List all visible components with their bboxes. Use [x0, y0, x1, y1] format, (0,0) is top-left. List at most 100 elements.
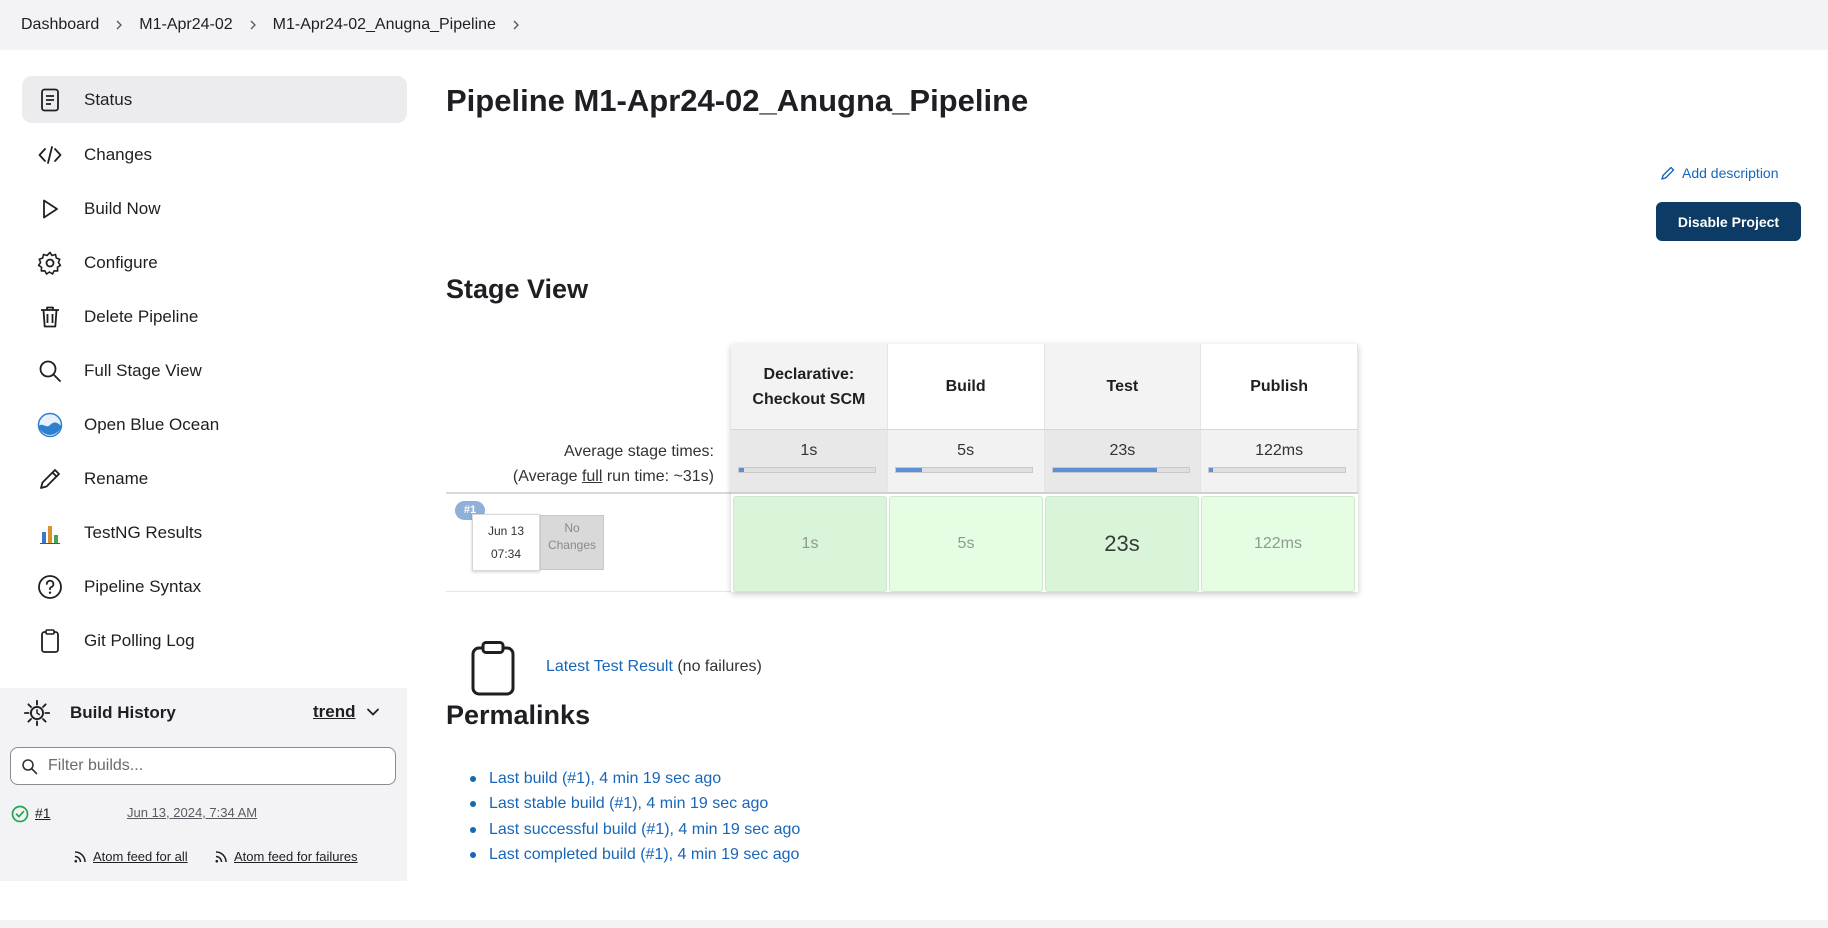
permalink-last-completed-build[interactable]: Last completed build (#1), 4 min 19 sec …: [470, 843, 800, 869]
sidebar-item-label: Configure: [84, 252, 158, 272]
sidebar-item-full-stage-view[interactable]: Full Stage View: [22, 347, 407, 394]
bullet: [470, 801, 476, 808]
no-changes-card: No Changes: [540, 515, 604, 570]
avg-label-pre: (Average: [512, 468, 582, 485]
sidebar-item-label: Full Stage View: [84, 360, 202, 380]
filter-builds-container: [0, 737, 407, 795]
breadcrumb-item-folder[interactable]: M1-Apr24-02: [139, 12, 232, 38]
chevron-right-icon[interactable]: [233, 19, 273, 31]
build-history-row[interactable]: #1 Jun 13, 2024, 7:34 AM: [0, 795, 407, 831]
stage-avg-progress: [1051, 467, 1190, 473]
latest-test-result-link[interactable]: Latest Test Result: [546, 658, 673, 675]
pencil-icon: [1661, 166, 1675, 180]
build-date-link[interactable]: Jun 13, 2024, 7:34 AM: [127, 805, 258, 820]
help-circle-icon: [36, 573, 64, 601]
page-title: Pipeline M1-Apr24-02_Anugna_Pipeline: [446, 83, 1029, 118]
sidebar-item-label: Changes: [84, 144, 153, 164]
atom-feed-failures-link[interactable]: Atom feed for failures: [214, 849, 358, 864]
permalinks-list: Last build (#1), 4 min 19 sec ago Last s…: [470, 766, 800, 868]
permalink-label[interactable]: Last build (#1), 4 min 19 sec ago: [489, 769, 722, 787]
bullet: [470, 852, 476, 859]
sidebar-item-rename[interactable]: Rename: [22, 455, 407, 502]
sidebar-item-delete-pipeline[interactable]: Delete Pipeline: [22, 293, 407, 340]
permalink-last-stable-build[interactable]: Last stable build (#1), 4 min 19 sec ago: [470, 792, 800, 818]
atom-feed-failures-label[interactable]: Atom feed for failures: [234, 849, 358, 864]
stage-cell-build[interactable]: 5s: [889, 496, 1043, 592]
avg-full-run-link[interactable]: full: [581, 468, 603, 485]
build-date-card[interactable]: Jun 13 07:34: [472, 514, 540, 571]
build-row-header: [446, 492, 731, 592]
stage-cell-checkout[interactable]: 1s: [733, 496, 887, 592]
stage-cell-publish[interactable]: 122ms: [1201, 496, 1355, 592]
stage-avg-progress-fill: [1052, 468, 1158, 472]
success-check-icon: [11, 805, 29, 823]
breadcrumb: Dashboard M1-Apr24-02 M1-Apr24-02_Anugna…: [0, 0, 1828, 50]
build-history-header: Build History trend: [0, 688, 407, 737]
breadcrumb-item-dashboard[interactable]: Dashboard: [21, 12, 99, 38]
play-icon: [36, 195, 64, 223]
stage-avg-value: 5s: [957, 442, 975, 459]
atom-feed-all-link[interactable]: Atom feed for all: [73, 849, 188, 864]
stage-avg-test: 23s: [1044, 430, 1202, 492]
chevron-right-icon[interactable]: [99, 19, 139, 31]
code-icon: [36, 141, 64, 169]
sidebar-item-label: Open Blue Ocean: [84, 414, 220, 434]
sidebar-item-label: Git Polling Log: [84, 630, 195, 650]
stage-avg-value: 1s: [800, 442, 818, 459]
chevron-right-icon[interactable]: [496, 19, 536, 31]
bullet: [470, 775, 476, 782]
sidebar-item-testng-results[interactable]: TestNG Results: [22, 509, 407, 556]
test-result-note: (no failures): [677, 658, 762, 675]
stage-avg-progress-fill: [1209, 468, 1214, 472]
status-icon: [36, 86, 64, 114]
chevron-down-icon[interactable]: [365, 704, 381, 720]
sidebar-item-configure[interactable]: Configure: [22, 239, 407, 286]
stage-avg-build: 5s: [887, 430, 1045, 492]
stage-avg-progress: [894, 467, 1033, 473]
stage-header-test: Test: [1044, 344, 1202, 429]
add-description-link[interactable]: Add description: [1660, 165, 1779, 181]
permalink-label[interactable]: Last successful build (#1), 4 min 19 sec…: [489, 820, 801, 838]
permalink-label[interactable]: Last completed build (#1), 4 min 19 sec …: [489, 846, 800, 864]
stage-avg-progress: [1208, 467, 1347, 473]
filter-builds-input[interactable]: [46, 756, 376, 776]
avg-label-post: run time: ~31s): [602, 468, 714, 485]
sidebar-item-label: Delete Pipeline: [84, 306, 199, 326]
gear-icon: [36, 249, 64, 277]
build-number-link[interactable]: #1: [35, 805, 51, 821]
breadcrumb-label[interactable]: Dashboard: [21, 16, 100, 33]
build-history-icon: [22, 698, 52, 728]
trend-link[interactable]: trend: [313, 702, 356, 721]
stage-cell-test[interactable]: 23s: [1045, 496, 1199, 592]
clipboard-icon: [36, 627, 64, 655]
footer-bar: [0, 920, 1828, 928]
stage-avg-checkout: 1s: [731, 430, 888, 492]
breadcrumb-label[interactable]: M1-Apr24-02: [139, 16, 233, 33]
permalink-label[interactable]: Last stable build (#1), 4 min 19 sec ago: [489, 795, 769, 813]
filter-builds-box[interactable]: [10, 747, 396, 785]
add-description-label[interactable]: Add description: [1682, 165, 1779, 181]
sidebar-item-label: TestNG Results: [84, 522, 203, 542]
sidebar-item-label: Status: [84, 89, 133, 109]
search-icon: [36, 357, 64, 385]
breadcrumb-item-pipeline[interactable]: M1-Apr24-02_Anugna_Pipeline: [273, 12, 496, 38]
latest-test-result: Latest Test Result (no failures): [546, 658, 762, 676]
permalinks-title: Permalinks: [446, 700, 591, 730]
sidebar-item-status[interactable]: Status: [22, 76, 407, 123]
permalink-last-build[interactable]: Last build (#1), 4 min 19 sec ago: [470, 766, 800, 792]
sidebar-item-pipeline-syntax[interactable]: Pipeline Syntax: [22, 563, 407, 610]
disable-project-button[interactable]: Disable Project: [1656, 202, 1801, 241]
sidebar-item-label: Build Now: [84, 198, 161, 218]
build-card-time: 07:34: [490, 547, 522, 561]
stage-avg-value: 122ms: [1255, 442, 1304, 459]
stage-avg-progress: [738, 467, 876, 473]
stage-header-publish: Publish: [1201, 344, 1358, 429]
permalink-last-successful-build[interactable]: Last successful build (#1), 4 min 19 sec…: [470, 817, 800, 843]
sidebar-item-changes[interactable]: Changes: [22, 131, 407, 178]
breadcrumb-label[interactable]: M1-Apr24-02_Anugna_Pipeline: [272, 16, 496, 33]
sidebar-item-build-now[interactable]: Build Now: [22, 185, 407, 232]
sidebar-item-git-polling-log[interactable]: Git Polling Log: [22, 617, 407, 664]
stage-header-build: Build: [887, 344, 1045, 429]
sidebar-item-open-blue-ocean[interactable]: Open Blue Ocean: [22, 401, 407, 448]
atom-feed-all-label[interactable]: Atom feed for all: [93, 849, 188, 864]
